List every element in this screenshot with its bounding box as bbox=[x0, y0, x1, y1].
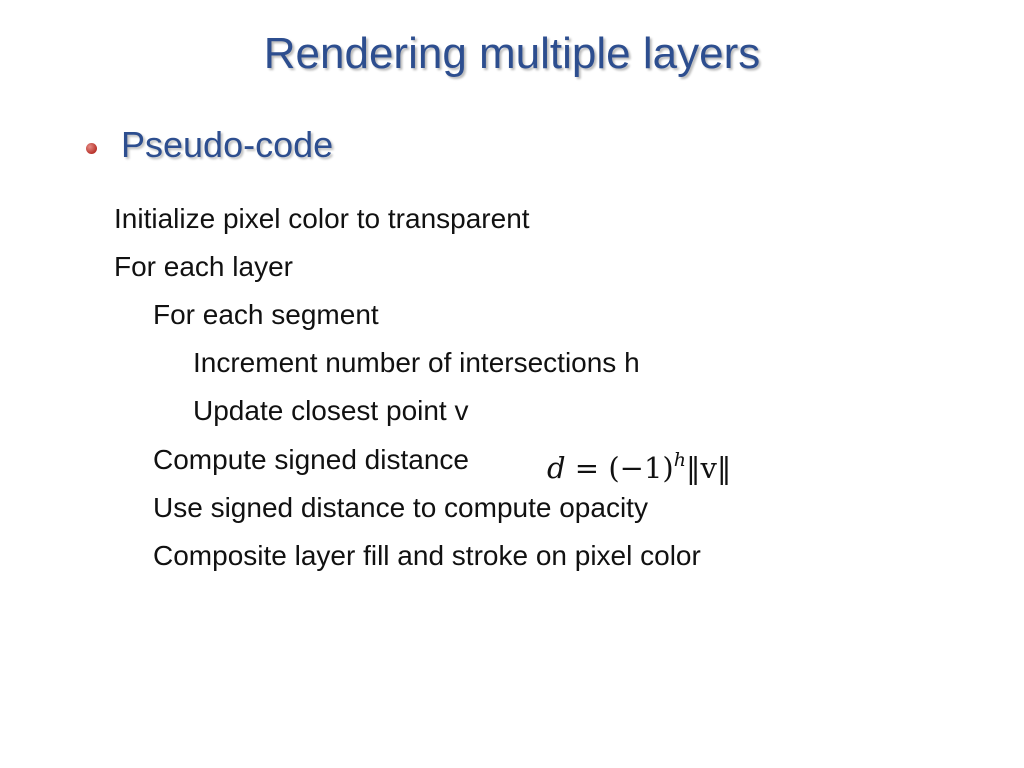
formula-base: (−1) bbox=[608, 451, 674, 485]
formula-norm: ‖v‖ bbox=[685, 451, 732, 485]
pseudocode-line-2: For each layer bbox=[114, 251, 293, 282]
bullet-dot-icon bbox=[86, 142, 97, 154]
signed-distance-formula: d = (−1)h‖v‖ bbox=[547, 440, 731, 488]
pseudocode-line-1: Initialize pixel color to transparent bbox=[114, 203, 530, 234]
formula-equals: = bbox=[574, 451, 600, 485]
formula-lhs: d bbox=[547, 451, 566, 485]
pseudocode-line-5: Update closest point v bbox=[193, 395, 469, 426]
pseudocode-line-4: Increment number of intersections h bbox=[193, 347, 640, 378]
pseudocode-line-3: For each segment bbox=[153, 299, 379, 330]
pseudocode-line-7: Use signed distance to compute opacity bbox=[153, 492, 648, 523]
formula-exponent: h bbox=[673, 449, 686, 471]
bullet-item: Pseudo-code bbox=[86, 121, 333, 169]
pseudocode-line-6: Compute signed distance bbox=[153, 444, 469, 475]
bullet-label: Pseudo-code bbox=[121, 124, 334, 165]
slide-title: Rendering multiple layers bbox=[263, 29, 761, 78]
pseudocode-line-8: Composite layer fill and stroke on pixel… bbox=[153, 540, 701, 571]
